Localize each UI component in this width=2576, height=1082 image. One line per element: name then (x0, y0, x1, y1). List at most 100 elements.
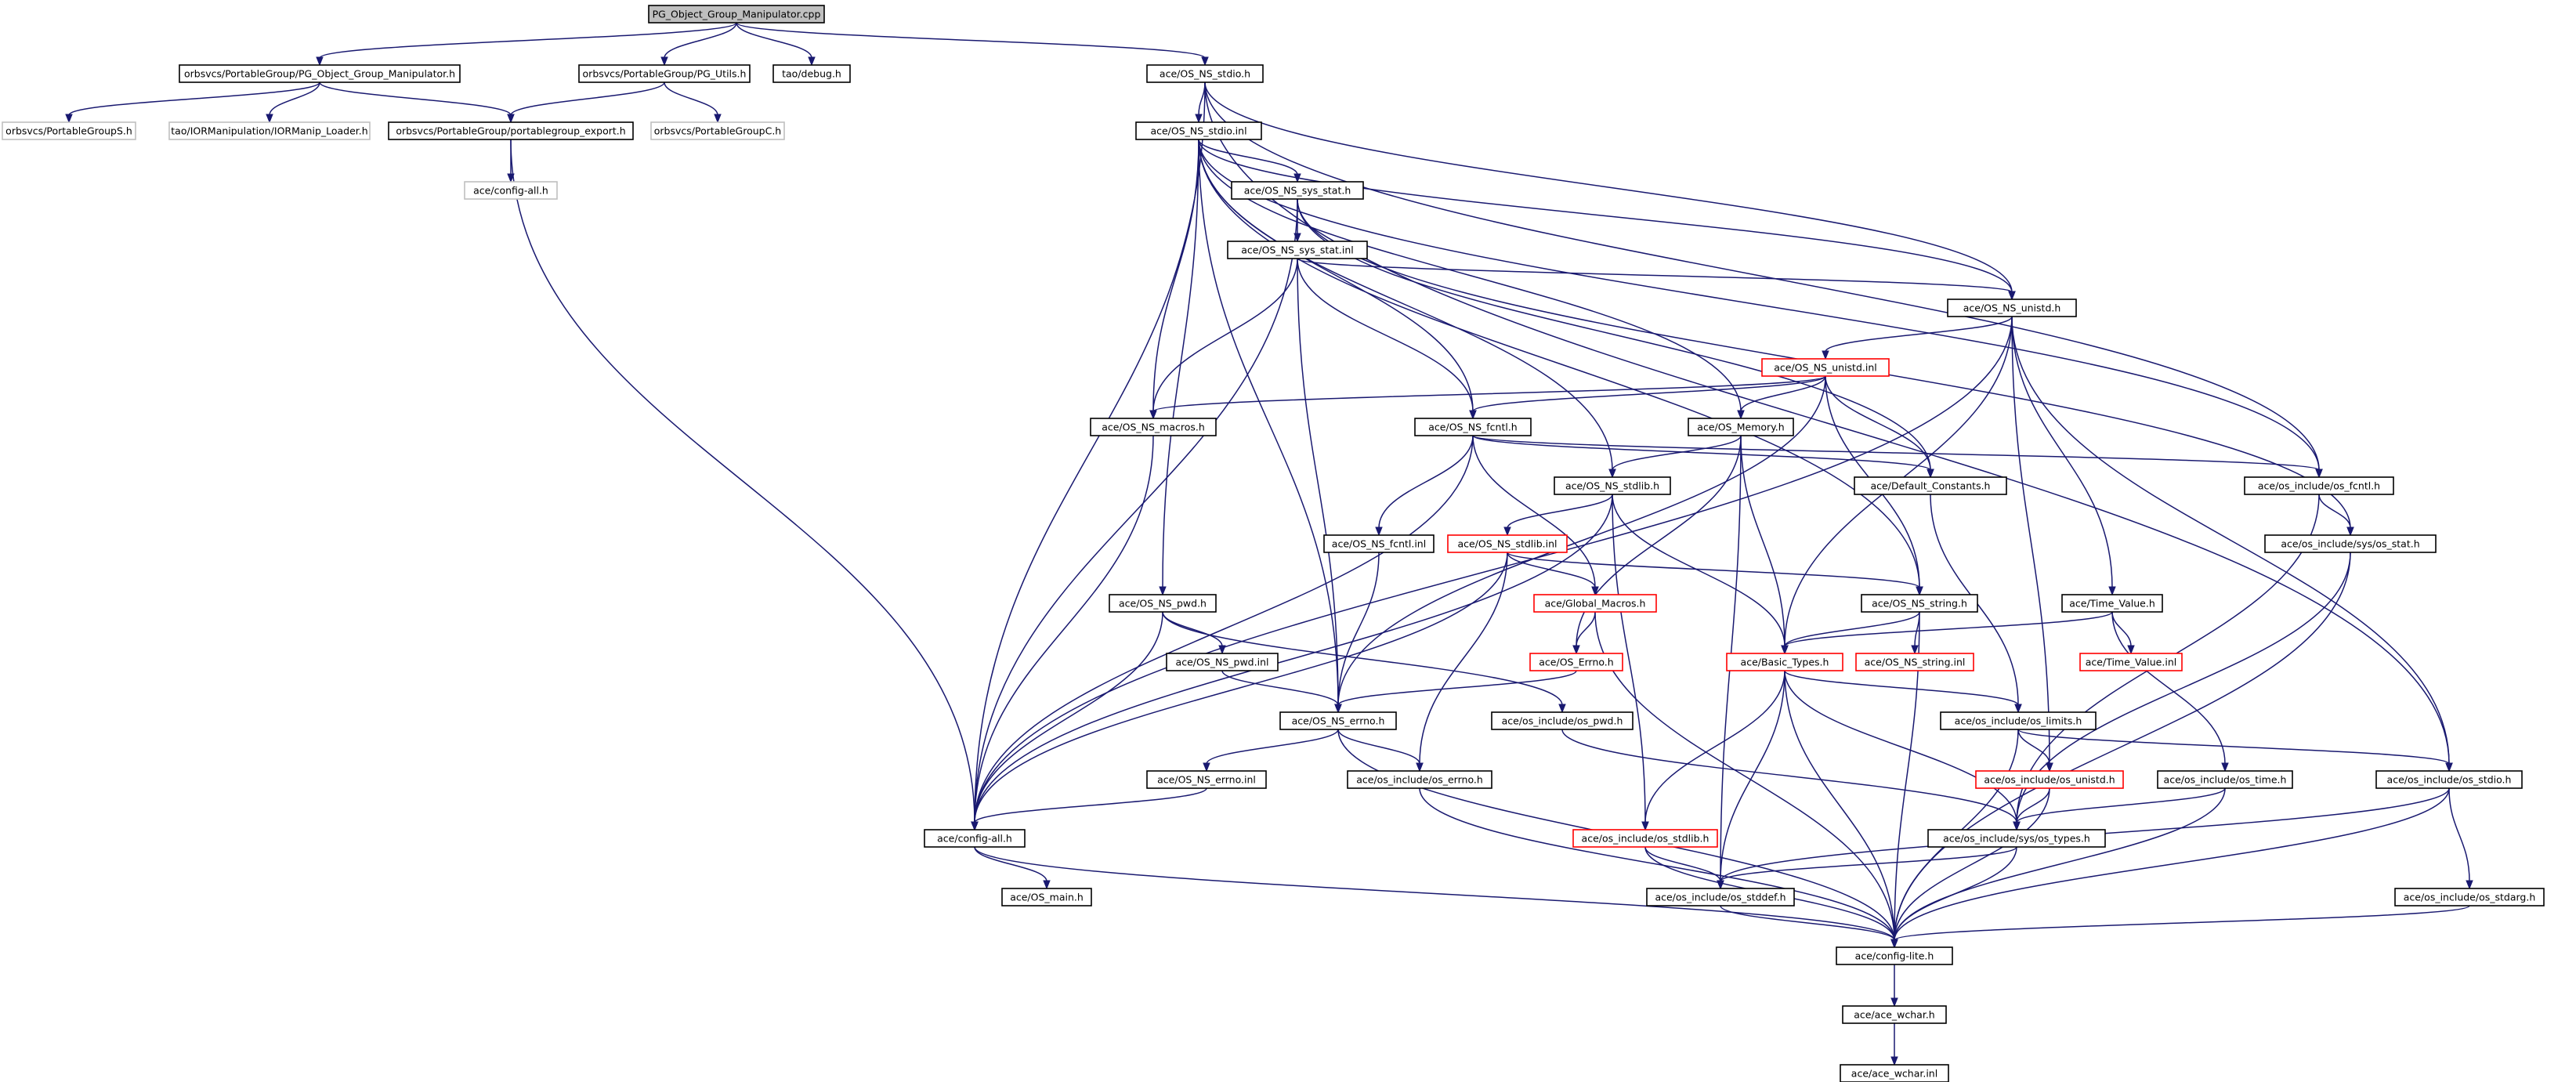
edge-line (269, 81, 320, 116)
edge-oslimits-to-osunistd (2017, 729, 2053, 773)
edge-arrowhead (2315, 469, 2323, 479)
edge-line (1198, 139, 1742, 412)
node-label: ace/os_include/os_time.h (2164, 774, 2287, 786)
node-timeval_inl[interactable]: ace/Time_Value.inl (2079, 653, 2183, 671)
node-label: ace/os_include/os_stdio.h (2387, 774, 2512, 786)
edge-stdio_inl-to-errno_h (1198, 139, 1342, 714)
node-box (1927, 829, 2106, 848)
node-pgogm_h[interactable]: orbsvcs/PortableGroup/PG_Object_Group_Ma… (179, 64, 461, 83)
node-osstddef[interactable]: ace/os_include/os_stddef.h (1646, 888, 1795, 906)
node-box (2394, 888, 2545, 906)
node-timeval[interactable]: ace/Time_Value.h (2061, 594, 2163, 613)
node-fcntl_h[interactable]: ace/OS_NS_fcntl.h (1414, 418, 1532, 436)
node-box (924, 829, 1026, 848)
node-osunistd[interactable]: ace/os_include/os_unistd.h (1975, 770, 2124, 789)
edge-line (1297, 198, 1931, 471)
node-box (2061, 594, 2163, 613)
node-fcntl_inl[interactable]: ace/OS_NS_fcntl.inl (1323, 534, 1435, 553)
node-defconst[interactable]: ace/Default_Constants.h (1854, 476, 2007, 495)
node-pwd_h[interactable]: ace/OS_NS_pwd.h (1109, 594, 1217, 613)
edge-line (974, 846, 1047, 882)
node-string_h[interactable]: ace/OS_NS_string.h (1861, 594, 1978, 613)
node-pgS[interactable]: orbsvcs/PortableGroupS.h (2, 121, 136, 140)
node-label: ace/OS_NS_pwd.h (1119, 598, 1207, 610)
node-pgutils_h[interactable]: orbsvcs/PortableGroup/PG_Utils.h (578, 64, 751, 83)
edge-osstdio-to-osstdarg (2448, 787, 2473, 890)
node-memory[interactable]: ace/OS_Memory.h (1688, 418, 1794, 436)
node-basictypes[interactable]: ace/Basic_Types.h (1726, 653, 1843, 671)
node-sysstat_inl[interactable]: ace/OS_NS_sys_stat.inl (1227, 241, 1368, 259)
edge-sysstat_inl-to-unistd_h (1297, 258, 2016, 301)
node-label: ace/os_include/os_errno.h (1356, 774, 1483, 786)
node-osstdlib[interactable]: ace/os_include/os_stdlib.h (1572, 829, 1718, 848)
node-ospwd[interactable]: ace/os_include/os_pwd.h (1491, 711, 1634, 730)
node-osstdarg[interactable]: ace/os_include/os_stdarg.h (2394, 888, 2545, 906)
node-label: ace/OS_NS_unistd.h (1963, 302, 2061, 314)
node-box (772, 64, 851, 83)
node-ostypes[interactable]: ace/os_include/sys/os_types.h (1927, 829, 2106, 848)
node-iormanip[interactable]: tao/IORManipulation/IORManip_Loader.h (168, 121, 371, 140)
node-pgexport[interactable]: orbsvcs/PortableGroup/portablegroup_expo… (388, 121, 634, 140)
edge-root-to-pgutils_h (660, 22, 737, 67)
edge-line (1152, 258, 1298, 412)
node-osstat[interactable]: ace/os_include/sys/os_stat.h (2264, 534, 2437, 553)
node-taodebug[interactable]: tao/debug.h (772, 64, 851, 83)
edge-line (1198, 139, 1920, 588)
edge-line (1472, 375, 1826, 412)
edge-line (2011, 316, 2113, 588)
edge-line (1561, 729, 2017, 823)
node-osstdio[interactable]: ace/os_include/os_stdio.h (2375, 770, 2523, 789)
node-wchar_inl[interactable]: ace/ace_wchar.inl (1840, 1064, 1949, 1082)
edge-line (1576, 611, 1596, 647)
node-macros[interactable]: ace/OS_NS_macros.h (1090, 418, 1217, 436)
node-globmac[interactable]: ace/Global_Macros.h (1533, 594, 1657, 613)
edge-line (2448, 787, 2470, 882)
node-cfgall_top[interactable]: ace/config-all.h (464, 181, 558, 200)
node-root[interactable]: PG_Object_Group_Manipulator.cpp (648, 5, 825, 24)
node-stdlib_inl[interactable]: ace/OS_NS_stdlib.inl (1447, 534, 1568, 553)
node-cfgall[interactable]: ace/config-all.h (924, 829, 1026, 848)
edge-line (1198, 139, 2320, 471)
edge-arrowhead (1608, 469, 1616, 479)
node-pwd_inl[interactable]: ace/OS_NS_pwd.inl (1166, 653, 1279, 671)
node-errno_h[interactable]: ace/OS_NS_errno.h (1279, 711, 1397, 730)
edge-line (974, 198, 1298, 823)
node-wchar_h[interactable]: ace/ace_wchar.h (1842, 1005, 1947, 1024)
node-stdio_inl[interactable]: ace/OS_NS_stdio.inl (1135, 121, 1262, 140)
node-oserrno[interactable]: ace/OS_Errno.h (1529, 653, 1623, 671)
edge-stdlib_inl-to-string_h (1507, 552, 1923, 596)
edge-line (1720, 846, 2017, 882)
node-unistd_inl[interactable]: ace/OS_NS_unistd.inl (1761, 358, 1890, 377)
edge-ostypes-to-osstddef (1717, 846, 2017, 890)
node-box (1554, 476, 1671, 495)
node-stdlib_h[interactable]: ace/OS_NS_stdlib.h (1554, 476, 1671, 495)
edge-line (974, 611, 1163, 823)
node-oslimits[interactable]: ace/os_include/os_limits.h (1940, 711, 2097, 730)
node-box (2157, 770, 2293, 789)
node-label: ace/Time_Value.h (2069, 598, 2155, 610)
edge-stdio_h-to-cfgall (971, 81, 1206, 831)
edge-basictypes-to-oslimits (1784, 670, 2022, 714)
node-osmain[interactable]: ace/OS_main.h (1001, 888, 1092, 906)
node-label: ace/OS_NS_string.h (1872, 598, 1967, 610)
node-oserrno_inc[interactable]: ace/os_include/os_errno.h (1347, 770, 1492, 789)
node-box (1975, 770, 2124, 789)
edge-sysstat_h-to-cfgall (971, 198, 1298, 831)
node-osfcntl[interactable]: ace/os_include/os_fcntl.h (2244, 476, 2394, 495)
node-label: ace/OS_main.h (1010, 892, 1084, 903)
node-ostime[interactable]: ace/os_include/os_time.h (2157, 770, 2293, 789)
node-stdio_h[interactable]: ace/OS_NS_stdio.h (1146, 64, 1264, 83)
node-string_inl[interactable]: ace/OS_NS_string.inl (1855, 653, 1974, 671)
edge-arrowhead (507, 114, 515, 124)
edge-arrowhead (1890, 1056, 1898, 1066)
edge-root-to-taodebug (736, 22, 816, 67)
node-unistd_h[interactable]: ace/OS_NS_unistd.h (1947, 299, 2077, 317)
edge-line (1337, 729, 1420, 765)
node-sysstat_h[interactable]: ace/OS_NS_sys_stat.h (1231, 181, 1364, 200)
edge-memory-to-oserrno (1572, 435, 1742, 655)
node-cfglite[interactable]: ace/config-lite.h (1836, 946, 1953, 965)
node-errno_inl[interactable]: ace/OS_NS_errno.inl (1146, 770, 1267, 789)
node-pgC[interactable]: orbsvcs/PortableGroupC.h (650, 121, 785, 140)
edge-arrowhead (1375, 527, 1383, 537)
